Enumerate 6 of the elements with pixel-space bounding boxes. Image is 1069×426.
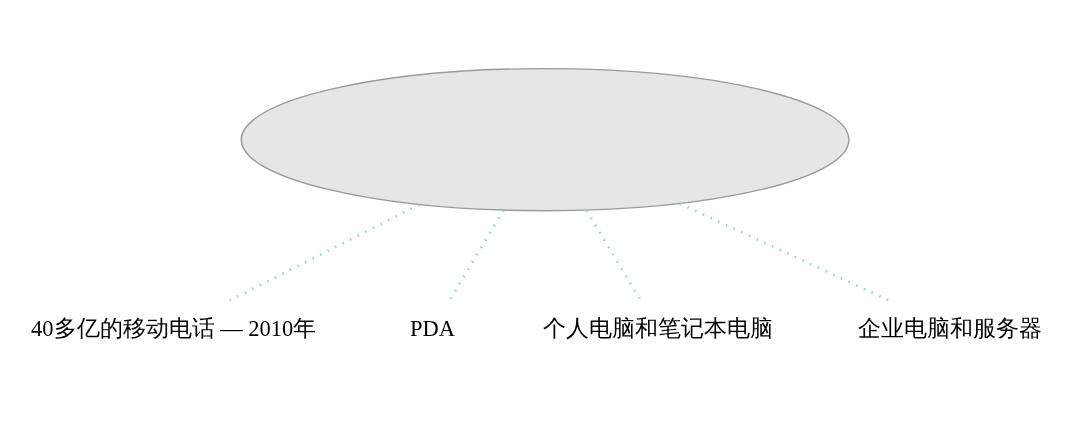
connector [226, 202, 420, 303]
node-text: 个人电脑和笔记本电脑 [542, 314, 773, 341]
node-text: 企业电脑和服务器 [858, 314, 1043, 341]
node-text: 40多亿的移动电话 — 2010年 [31, 315, 317, 341]
node-cloud [240, 67, 850, 211]
node-text: PDA [410, 315, 456, 341]
